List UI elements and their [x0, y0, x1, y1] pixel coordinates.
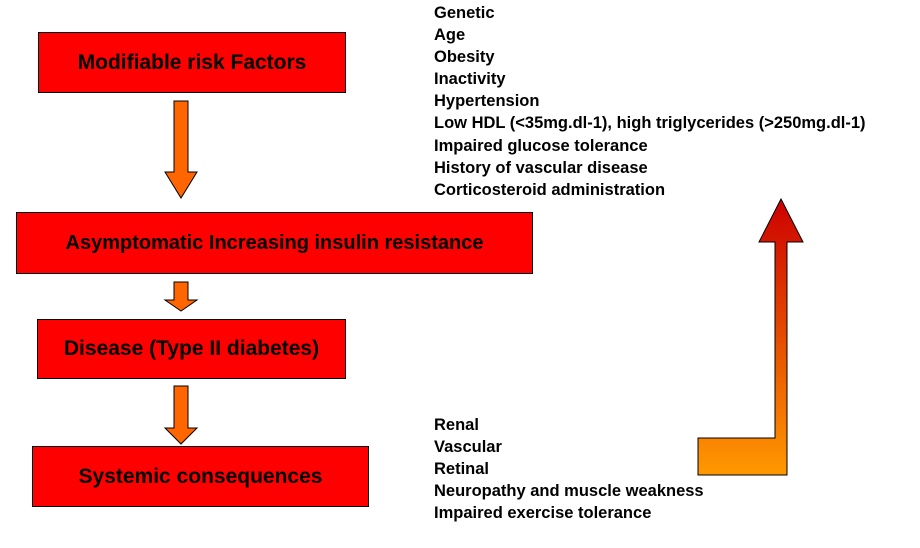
bent-up-arrow-icon: [697, 197, 804, 476]
risk-factor-item: Obesity: [434, 48, 495, 67]
consequence-item: Vascular: [434, 438, 502, 457]
risk-factor-item: Age: [434, 26, 466, 45]
risk-factor-item: Impaired glucose tolerance: [434, 136, 648, 155]
down-arrow-icon: [163, 385, 199, 445]
down-arrow-icon: [163, 281, 199, 312]
systemic-consequences-box: Systemic consequences: [32, 446, 369, 507]
type-ii-diabetes-box: Disease (Type II diabetes): [37, 319, 346, 379]
risk-factor-item: Genetic: [434, 4, 495, 22]
consequence-item: Renal: [434, 416, 479, 434]
consequence-item: Retinal: [434, 460, 490, 479]
consequence-item: Impaired exercise tolerance: [434, 504, 652, 523]
risk-factor-item: History of vascular disease: [434, 158, 648, 177]
risk-factor-item: Inactivity: [434, 70, 506, 89]
risk-factor-item: Low HDL (<35mg.dl-1), high triglycerides…: [434, 114, 866, 133]
consequence-list: Renal Vascular Retinal Neuropathy and mu…: [434, 414, 704, 524]
risk-factor-list: Genetic Age Obesity Inactivity Hypertens…: [434, 2, 866, 201]
modifiable-risk-factors-box: Modifiable risk Factors: [38, 32, 346, 93]
insulin-resistance-box: Asymptomatic Increasing insulin resistan…: [16, 212, 533, 274]
down-arrow-icon: [164, 100, 198, 199]
risk-factor-item: Corticosteroid administration: [434, 180, 666, 199]
consequence-item: Neuropathy and muscle weakness: [434, 482, 704, 501]
risk-factor-item: Hypertension: [434, 92, 540, 111]
